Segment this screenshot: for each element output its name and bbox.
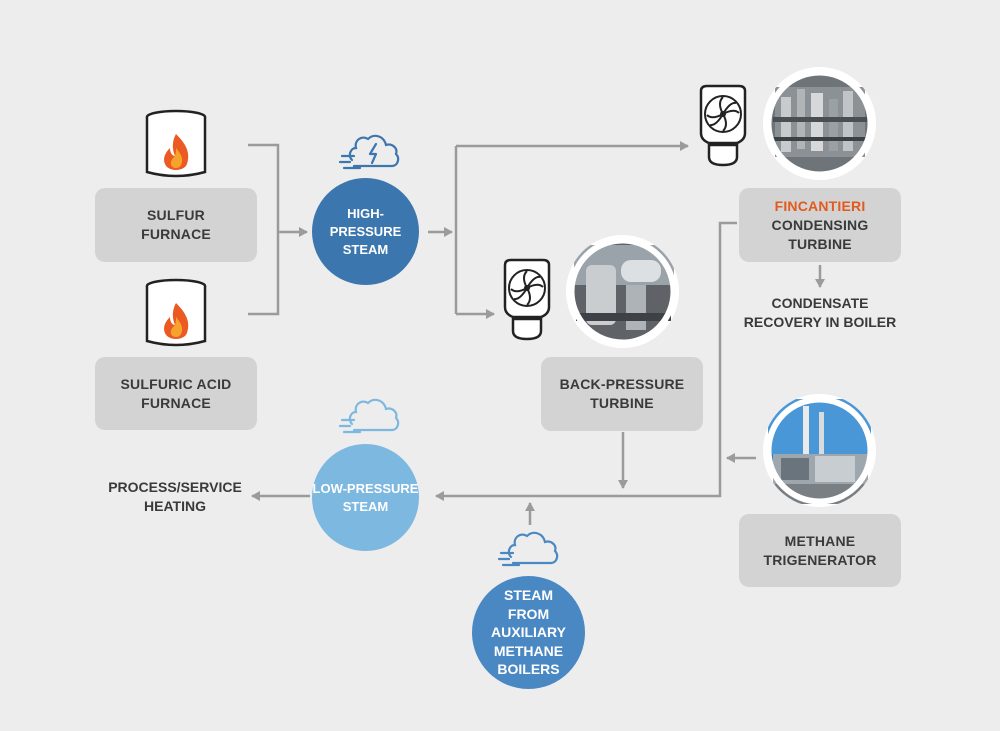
process-heating-label: PROCESS/SERVICE HEATING — [95, 478, 255, 516]
high-pressure-steam-label: STEAM — [342, 241, 389, 257]
high-pressure-steam-label: HIGH-PRESSURE — [329, 205, 402, 239]
low-pressure-steam-node: LOW-PRESSURE STEAM — [312, 444, 419, 551]
back-pressure-turbine-photo — [566, 235, 679, 348]
steam-cloud-icon — [497, 531, 559, 567]
low-pressure-steam-label: STEAM — [342, 498, 389, 514]
auxiliary-steam-label: AUXILIARY — [491, 624, 566, 641]
high-pressure-steam-node: HIGH-PRESSURE STEAM — [312, 178, 419, 285]
back-pressure-turbine-box: BACK-PRESSURE TURBINE — [541, 357, 703, 431]
steam-cloud-icon — [338, 398, 400, 434]
sulfur-furnace-label: FURNACE — [141, 226, 211, 242]
sulfuric-acid-furnace-box: SULFURIC ACID FURNACE — [95, 357, 257, 430]
steam-cloud-lightning-icon — [338, 134, 400, 170]
condensate-recovery-line: CONDENSATE — [771, 295, 869, 311]
fincantieri-brand: FINCANTIERI — [774, 197, 866, 214]
sulfur-furnace-label: SULFUR — [147, 207, 205, 223]
low-pressure-steam-label: LOW-PRESSURE — [312, 480, 419, 496]
auxiliary-steam-label: FROM — [507, 605, 550, 622]
condensate-recovery-label: CONDENSATE RECOVERY IN BOILER — [735, 294, 905, 332]
back-pressure-turbine-label: TURBINE — [590, 395, 654, 411]
auxiliary-steam-label: METHANE — [493, 642, 564, 659]
condensing-turbine-label: CONDENSING — [771, 216, 869, 233]
sulfuric-acid-furnace-label: FURNACE — [141, 394, 211, 411]
methane-trigenerator-label: TRIGENERATOR — [763, 551, 877, 568]
methane-trigenerator-box: METHANE TRIGENERATOR — [739, 514, 901, 587]
process-heating-line: PROCESS/SERVICE — [108, 479, 242, 495]
sulfur-furnace-box: SULFUR FURNACE — [95, 188, 257, 262]
sulfuric-acid-furnace-label: SULFURIC ACID — [120, 375, 232, 392]
fire-barrel-icon — [145, 109, 207, 178]
auxiliary-steam-node: STEAM FROM AUXILIARY METHANE BOILERS — [472, 576, 585, 689]
condensate-recovery-line: RECOVERY IN BOILER — [743, 314, 897, 330]
fire-barrel-icon — [145, 278, 207, 347]
methane-trigenerator-photo — [763, 394, 876, 507]
condensing-turbine-photo — [763, 67, 876, 180]
turbine-fan-icon — [699, 84, 747, 167]
methane-trigenerator-label: METHANE — [784, 532, 856, 549]
turbine-fan-icon — [503, 258, 551, 341]
auxiliary-steam-label: STEAM — [504, 587, 553, 604]
condensing-turbine-box: FINCANTIERI CONDENSING TURBINE — [739, 188, 901, 262]
auxiliary-steam-label: BOILERS — [497, 661, 560, 678]
back-pressure-turbine-label: BACK-PRESSURE — [559, 376, 685, 392]
connector-return — [435, 221, 737, 501]
connector-sulfur-furnace — [248, 143, 280, 316]
process-heating-line: HEATING — [144, 498, 206, 514]
condensing-turbine-label: TURBINE — [788, 235, 852, 252]
